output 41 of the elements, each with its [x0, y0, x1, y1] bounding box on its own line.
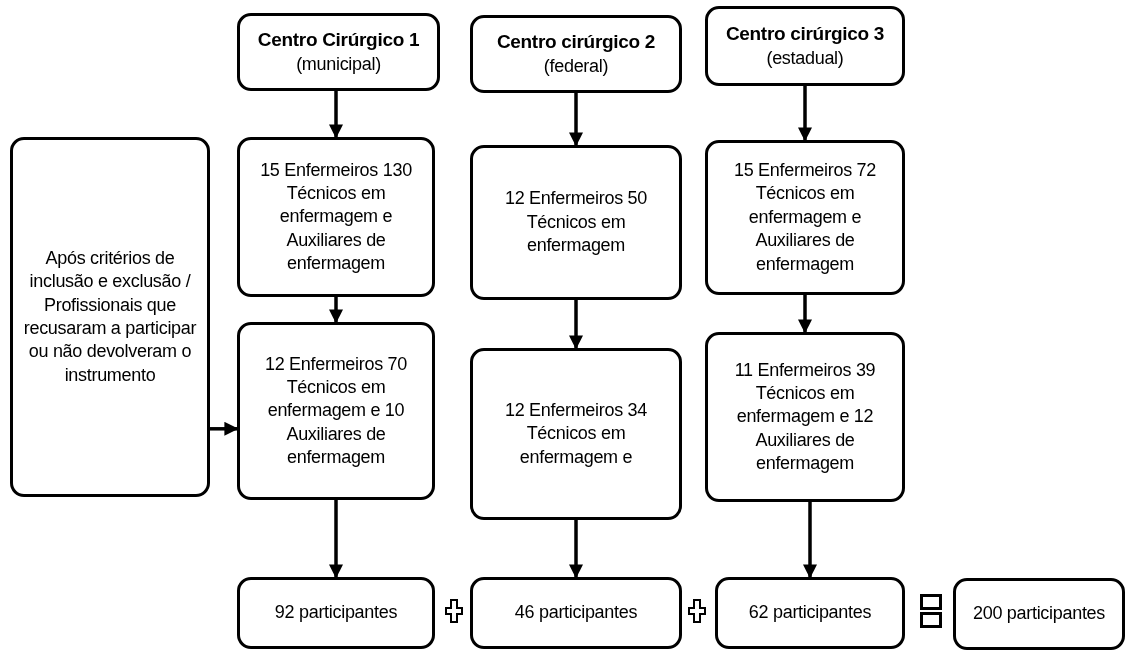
center-title [237, 13, 440, 91]
count-box [705, 140, 905, 295]
center-title [705, 6, 905, 86]
box-text: 62 participantes [748, 601, 872, 625]
arrow [329, 297, 343, 324]
center-title [470, 15, 682, 93]
note-box [10, 137, 210, 497]
arrow [803, 502, 817, 579]
box-text: 12 Enfermeiros 50 Técnicos em enfermagem [504, 187, 648, 258]
total-box [237, 577, 435, 649]
count-box [470, 145, 682, 300]
box-text: 92 participantes [274, 601, 398, 625]
total-box [953, 578, 1125, 650]
box-text: (estadual) [766, 46, 844, 70]
total-box [470, 577, 682, 649]
count-box [237, 137, 435, 297]
arrow [798, 295, 812, 334]
box-text: 15 Enfermeiros 130 Técnicos em enfermagem e Auxiliares de enfermagem [259, 158, 413, 276]
arrow [798, 86, 812, 142]
box-text: (municipal) [296, 52, 381, 76]
total-box [715, 577, 905, 649]
box-text: 46 participantes [514, 601, 638, 625]
box-text: Centro Cirúrgico 1 [257, 27, 420, 52]
box-text: Centro cirúrgico 3 [725, 21, 885, 46]
arrow [569, 300, 583, 350]
box-text: (federal) [543, 54, 609, 78]
arrow [569, 520, 583, 579]
arrow [329, 500, 343, 579]
arrow [210, 421, 239, 436]
box-text: Após critérios de inclusão e exclusão / Profissionais que recusaram a participar ou não devolveram o instrumento [22, 246, 198, 387]
count-box [470, 348, 682, 520]
count-box [705, 332, 905, 502]
box-text: 11 Enfermeiros 39 Técnicos em enfermagem e 12 Auxiliares de enfermagem [733, 358, 877, 476]
box-text: 12 Enfermeiros 34 Técnicos em enfermagem e [504, 398, 648, 469]
box-text: 200 participantes [973, 602, 1105, 626]
arrow [329, 91, 343, 139]
arrow [569, 93, 583, 147]
count-box [237, 322, 435, 500]
box-text: Centro cirúrgico 2 [496, 29, 656, 54]
box-text: 12 Enfermeiros 70 Técnicos em enfermagem e 10 Auxiliares de enfermagem [264, 352, 408, 470]
box-text: 15 Enfermeiros 72 Técnicos em enfermagem e Auxiliares de enfermagem [733, 159, 877, 276]
